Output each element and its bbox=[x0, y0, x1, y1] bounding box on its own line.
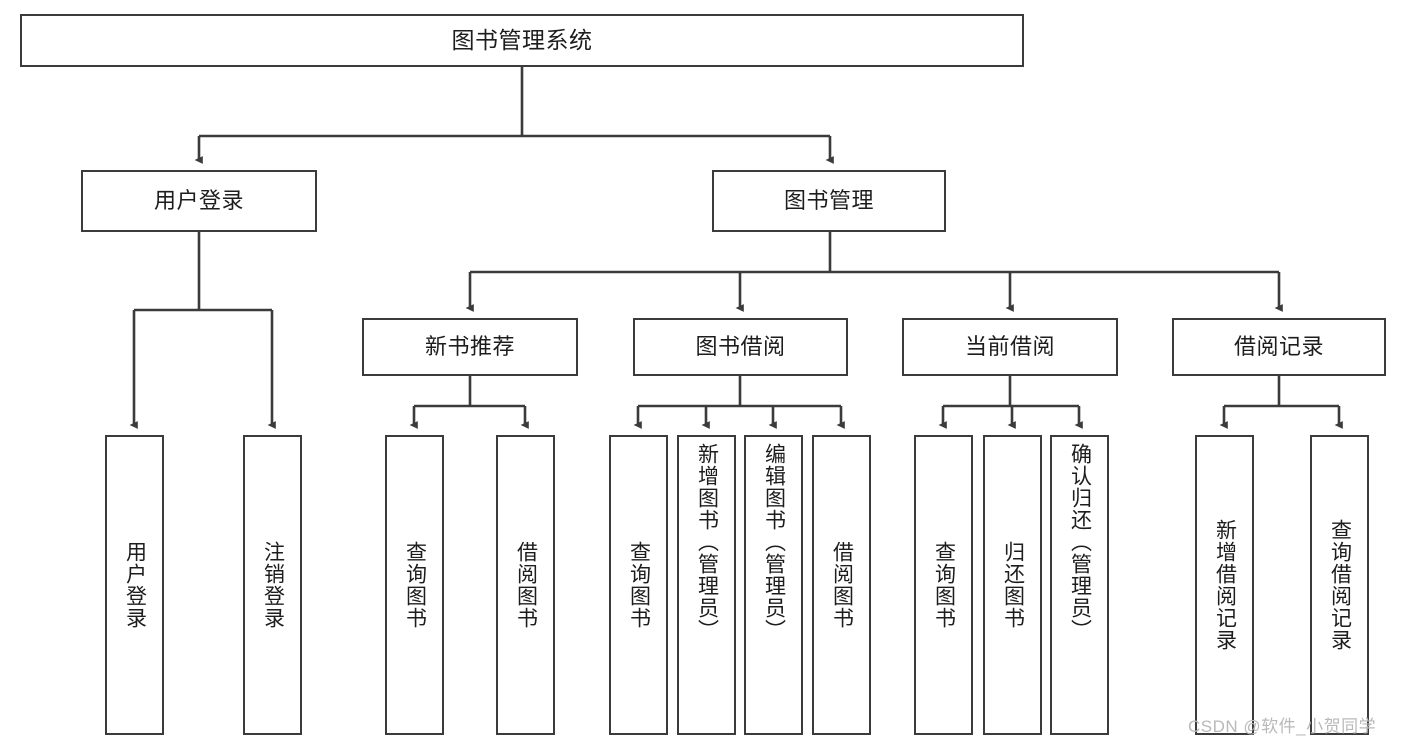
leaf-add-borrow-record[interactable]: 新增借阅记录 bbox=[1195, 435, 1254, 735]
node-label: 图书管理系统 bbox=[451, 27, 593, 54]
node-book-borrow[interactable]: 图书借阅 bbox=[633, 318, 848, 376]
node-label: 编辑图书（管理员） bbox=[762, 443, 786, 641]
node-current-borrow[interactable]: 当前借阅 bbox=[902, 318, 1118, 376]
node-label: 图书管理 bbox=[783, 188, 874, 214]
node-label: 借阅图书 bbox=[514, 541, 538, 629]
leaf-confirm-return-admin[interactable]: 确认归还（管理员） bbox=[1050, 435, 1109, 735]
leaf-query-book-borrow[interactable]: 查询图书 bbox=[609, 435, 668, 735]
node-label: 查询图书 bbox=[403, 541, 427, 629]
node-new-book-recommend[interactable]: 新书推荐 bbox=[362, 318, 578, 376]
node-label: 查询图书 bbox=[932, 541, 956, 629]
node-label: 新增图书（管理员） bbox=[695, 443, 719, 641]
node-label: 确认归还（管理员） bbox=[1068, 443, 1092, 641]
node-label: 当前借阅 bbox=[964, 334, 1055, 360]
node-label: 查询图书 bbox=[627, 541, 651, 629]
node-label: 用户登录 bbox=[123, 541, 147, 629]
node-label: 新书推荐 bbox=[424, 334, 515, 360]
node-label: 借阅记录 bbox=[1233, 334, 1324, 360]
leaf-add-book-admin[interactable]: 新增图书（管理员） bbox=[677, 435, 736, 735]
leaf-query-book-recommend[interactable]: 查询图书 bbox=[385, 435, 444, 735]
node-label: 图书借阅 bbox=[695, 334, 786, 360]
node-book-management[interactable]: 图书管理 bbox=[712, 170, 946, 232]
node-label: 新增借阅记录 bbox=[1213, 519, 1237, 651]
node-user-login[interactable]: 用户登录 bbox=[81, 170, 317, 232]
node-label: 查询借阅记录 bbox=[1328, 519, 1352, 651]
leaf-borrow-book[interactable]: 借阅图书 bbox=[812, 435, 871, 735]
node-label: 归还图书 bbox=[1001, 541, 1025, 629]
node-label: 注销登录 bbox=[261, 541, 285, 629]
node-label: 用户登录 bbox=[153, 188, 244, 214]
leaf-query-borrow-record[interactable]: 查询借阅记录 bbox=[1310, 435, 1369, 735]
node-label: 借阅图书 bbox=[830, 541, 854, 629]
leaf-borrow-book-recommend[interactable]: 借阅图书 bbox=[496, 435, 555, 735]
leaf-logout-login[interactable]: 注销登录 bbox=[243, 435, 302, 735]
node-book-management-system[interactable]: 图书管理系统 bbox=[20, 14, 1024, 67]
leaf-query-book-current[interactable]: 查询图书 bbox=[914, 435, 973, 735]
leaf-return-book[interactable]: 归还图书 bbox=[983, 435, 1042, 735]
node-borrow-record[interactable]: 借阅记录 bbox=[1172, 318, 1386, 376]
leaf-user-login[interactable]: 用户登录 bbox=[105, 435, 164, 735]
leaf-edit-book-admin[interactable]: 编辑图书（管理员） bbox=[744, 435, 803, 735]
